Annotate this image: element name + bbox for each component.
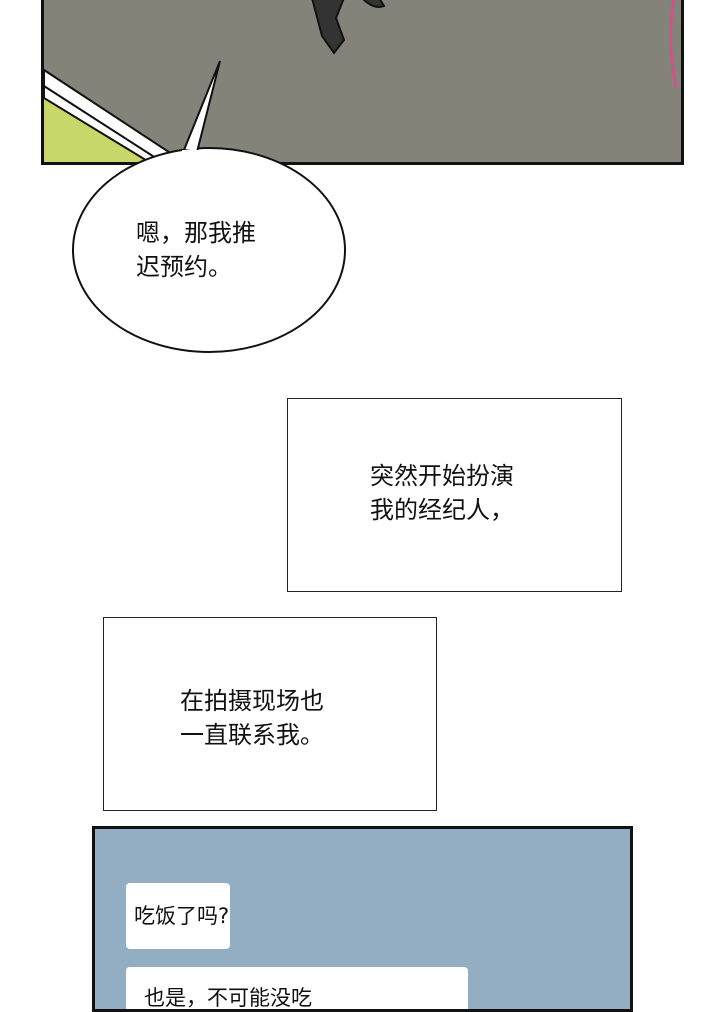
caption-box-2 xyxy=(103,617,437,811)
caption-box-1 xyxy=(287,398,622,592)
character-shoe xyxy=(311,0,346,55)
speech-bubble-text: 嗯，那我推 迟预约。 xyxy=(136,219,256,281)
caption-text-2: 在拍摄现场也 一直联系我。 xyxy=(180,687,324,749)
white-ledge xyxy=(44,68,186,162)
chat-message: 吃饭了吗? xyxy=(126,883,230,949)
panel-illustration xyxy=(44,0,678,162)
chat-message: 也是，不可能没吃 xyxy=(126,967,468,1009)
caption-text-1: 突然开始扮演 我的经纪人， xyxy=(370,462,514,524)
speech-bubble xyxy=(72,60,346,353)
chat-panel: 吃饭了吗? 也是，不可能没吃 xyxy=(92,826,633,1012)
comic-panel-top xyxy=(41,0,684,165)
